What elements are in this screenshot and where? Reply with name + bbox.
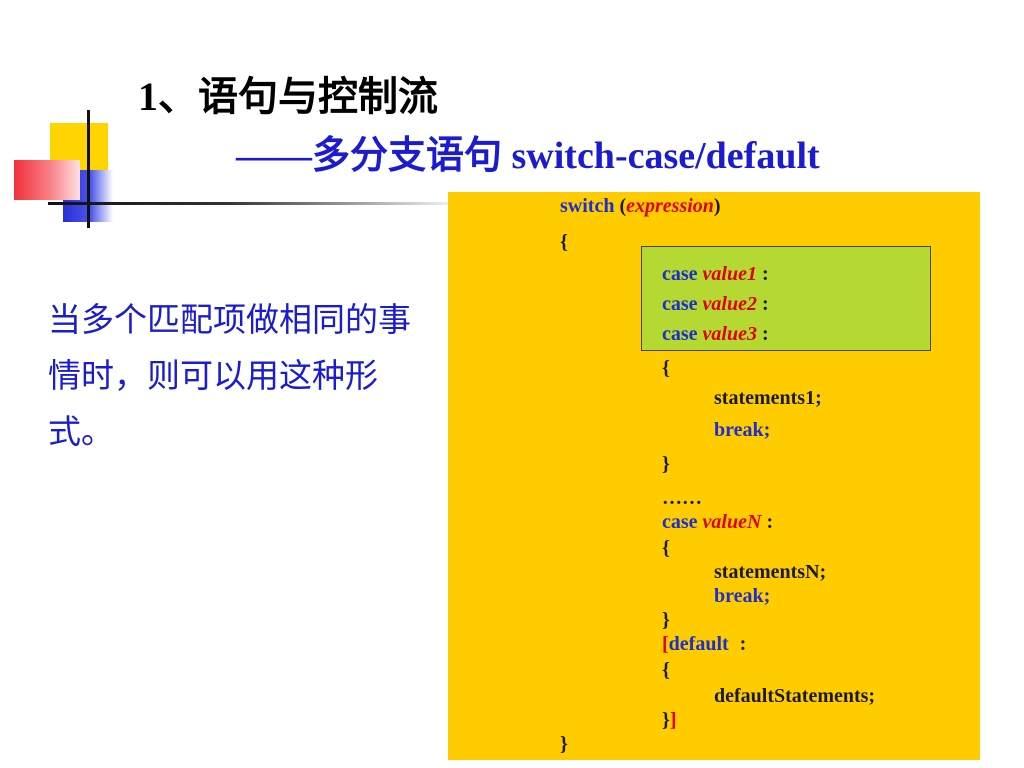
default-statements-line: defaultStatements; (714, 685, 876, 707)
case-line-3: case value3 : (662, 322, 769, 346)
expression-placeholder: expression (626, 195, 714, 217)
case-block-open-brace: { (662, 357, 670, 379)
description-text: 当多个匹配项做相同的事情时，则可以用这种形式。 (48, 300, 411, 451)
open-paren: ( (619, 195, 627, 217)
case-n-close-brace: } (662, 609, 670, 631)
case-keyword: case (662, 293, 698, 315)
logo-red-bar (14, 160, 80, 200)
default-close-line: }] (662, 708, 677, 732)
page-title: 1、语句与控制流 (138, 74, 438, 119)
case-line-2: case value2 : (662, 292, 769, 316)
case-n-open-brace: { (662, 537, 670, 559)
case-value-n: valueN (702, 511, 762, 533)
case-keyword: case (662, 263, 698, 285)
case-line-n: case valueN : (662, 510, 773, 534)
switch-line: switch (expression) (560, 194, 721, 218)
case-colon: : (761, 263, 769, 285)
ellipsis-line: …… (662, 487, 702, 509)
statements1-line: statements1; (714, 387, 822, 409)
close-paren: ) (713, 195, 721, 217)
case-line-1: case value1 : (662, 262, 769, 286)
case-colon: : (766, 511, 774, 533)
case-keyword: case (662, 323, 698, 345)
break-line-n: break; (714, 585, 771, 607)
logo-vertical-line (87, 110, 90, 228)
default-colon: : (739, 633, 747, 655)
default-close-brace: } (662, 709, 670, 731)
default-open-brace: { (662, 659, 670, 681)
case-value-2: value2 (702, 293, 757, 315)
default-line: [default : (662, 632, 746, 656)
title-underline (48, 202, 448, 205)
case-group-highlight (641, 246, 931, 351)
default-open-bracket: [ (662, 633, 669, 655)
switch-keyword: switch (560, 195, 615, 217)
default-keyword: default (668, 633, 729, 655)
case-colon: : (761, 293, 769, 315)
case-value-3: value3 (702, 323, 757, 345)
break-line-1: break; (714, 419, 771, 441)
switch-open-brace: { (560, 231, 568, 253)
case-block-close-brace: } (662, 453, 670, 475)
case-value-1: value1 (702, 263, 757, 285)
default-close-bracket: ] (669, 709, 677, 731)
case-colon: : (761, 323, 769, 345)
statementsN-line: statementsN; (714, 561, 827, 583)
case-keyword: case (662, 511, 698, 533)
page-subtitle: ——多分支语句 switch-case/default (236, 135, 820, 177)
switch-close-brace: } (560, 733, 568, 755)
